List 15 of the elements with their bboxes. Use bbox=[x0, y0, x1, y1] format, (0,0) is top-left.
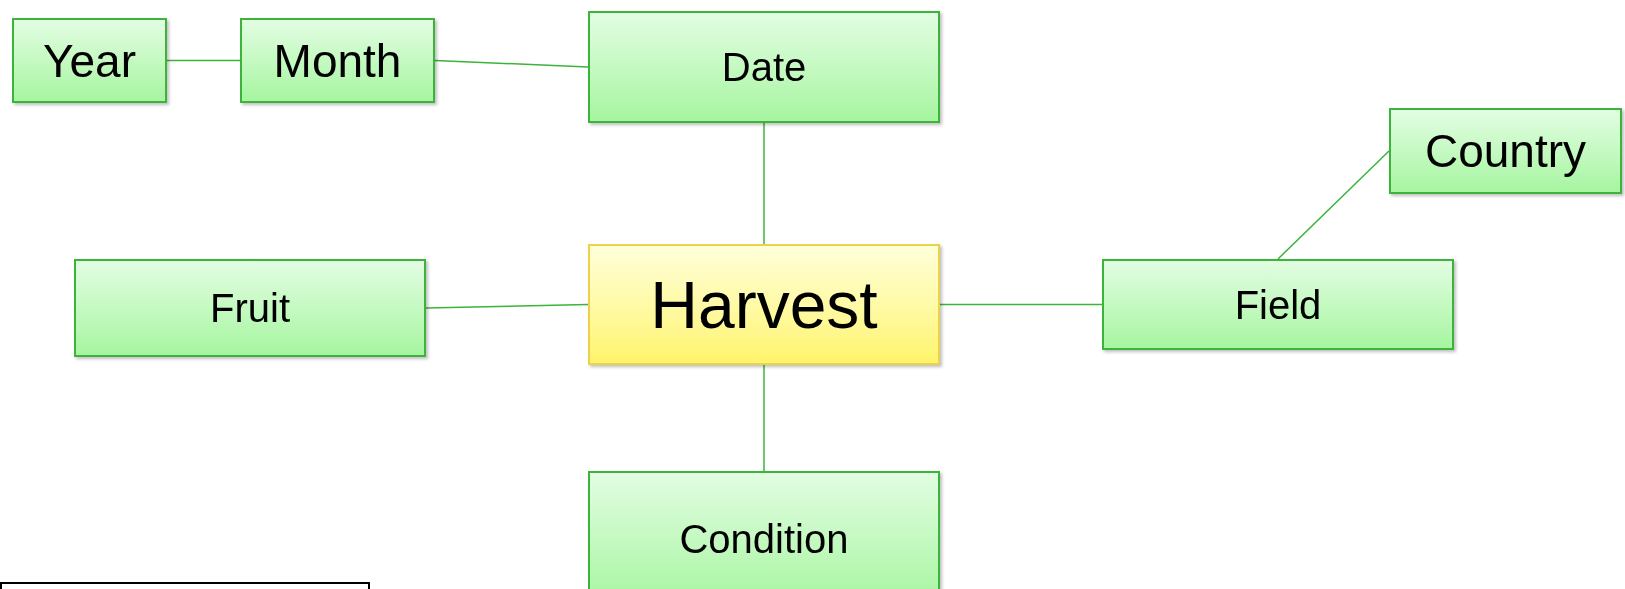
connector-line bbox=[425, 303, 589, 309]
connector-line bbox=[434, 59, 589, 68]
connector-line bbox=[939, 303, 1103, 306]
entity-box: Fruit bbox=[74, 259, 426, 357]
entity-box: Year bbox=[12, 18, 167, 103]
entity-box: Country bbox=[1389, 108, 1622, 194]
entity-box: Field bbox=[1102, 259, 1454, 350]
entity-box: Condition bbox=[588, 471, 940, 589]
connector-line bbox=[763, 364, 765, 472]
connector-line bbox=[166, 59, 241, 62]
connector-line bbox=[1277, 150, 1390, 260]
connector-line bbox=[763, 122, 765, 245]
entity-box-highlighted: Harvest bbox=[588, 244, 940, 365]
entity-box: Month bbox=[240, 18, 435, 103]
entity-box: Date bbox=[588, 11, 940, 123]
